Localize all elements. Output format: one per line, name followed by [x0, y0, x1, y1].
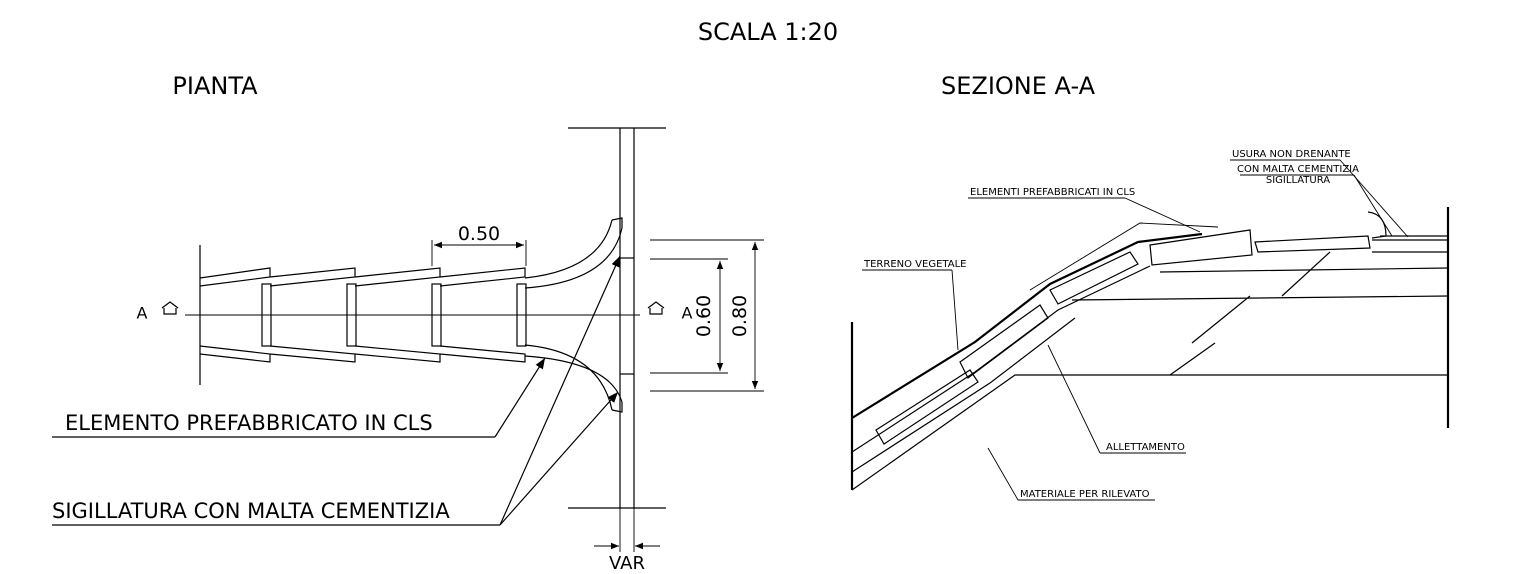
label-bedding: ALLETTAMENTO [1106, 442, 1185, 453]
dimension-inner-label: 0.60 [693, 295, 715, 337]
leader-elements: ELEMENTI PREFABBRICATI IN CLS [968, 187, 1201, 233]
dimension-var: VAR [594, 508, 660, 574]
dimension-width-label: 0.50 [458, 223, 500, 245]
dimension-outer: 0.80 [650, 239, 764, 392]
label-sealing: SIGILLATURA CON MALTA CEMENTIZIA [52, 499, 450, 523]
leader-sealing: SIGILLATURA CON MALTA CEMENTIZIA [52, 255, 621, 526]
leader-topsoil: TERRENO VEGETALE [862, 259, 966, 351]
label-element: ELEMENTO PREFABBRICATO IN CLS [65, 411, 433, 435]
channel-top-edges [199, 267, 526, 287]
label-section-sealing-1: SIGILLATURA [1266, 175, 1330, 186]
plan-title: PIANTA [172, 72, 258, 100]
leader-element: ELEMENTO PREFABBRICATO IN CLS [52, 357, 546, 438]
section-mark-right-letter: A [682, 304, 693, 323]
curb-strip [568, 127, 666, 509]
plan-view: PIANTA [52, 72, 764, 574]
label-elements: ELEMENTI PREFABBRICATI IN CLS [970, 187, 1135, 198]
label-section-sealing-2: CON MALTA CEMENTIZIA [1237, 164, 1359, 175]
leader-fill: MATERIALE PER RILEVATO [987, 447, 1155, 501]
leader-section-sealing: SIGILLATURA CON MALTA CEMENTIZIA [1237, 164, 1393, 237]
precast-elements [875, 211, 1387, 445]
section-title: SEZIONE A-A [941, 72, 1096, 100]
leader-bedding: ALLETTAMENTO [1047, 344, 1186, 454]
leader-wearing: USURA NON DRENANTE [1230, 149, 1409, 238]
dimension-width: 0.50 [431, 223, 527, 266]
scale-label: SCALA 1:20 [698, 18, 838, 46]
label-topsoil: TERRENO VEGETALE [863, 259, 966, 270]
dimension-var-label: VAR [609, 553, 645, 574]
section-view: SEZIONE A-A [850, 72, 1450, 501]
channel-bottom-edges [199, 345, 526, 363]
fill-hatch [1169, 251, 1331, 376]
dimension-outer-label: 0.80 [729, 295, 751, 337]
label-fill: MATERIALE PER RILEVATO [1020, 489, 1150, 500]
dimension-inner: 0.60 [650, 258, 728, 374]
label-wearing: USURA NON DRENANTE [1232, 149, 1351, 160]
section-arrow-right-icon [647, 301, 665, 315]
section-mark-left-letter: A [137, 304, 148, 323]
section-arrow-left-icon [161, 301, 179, 315]
